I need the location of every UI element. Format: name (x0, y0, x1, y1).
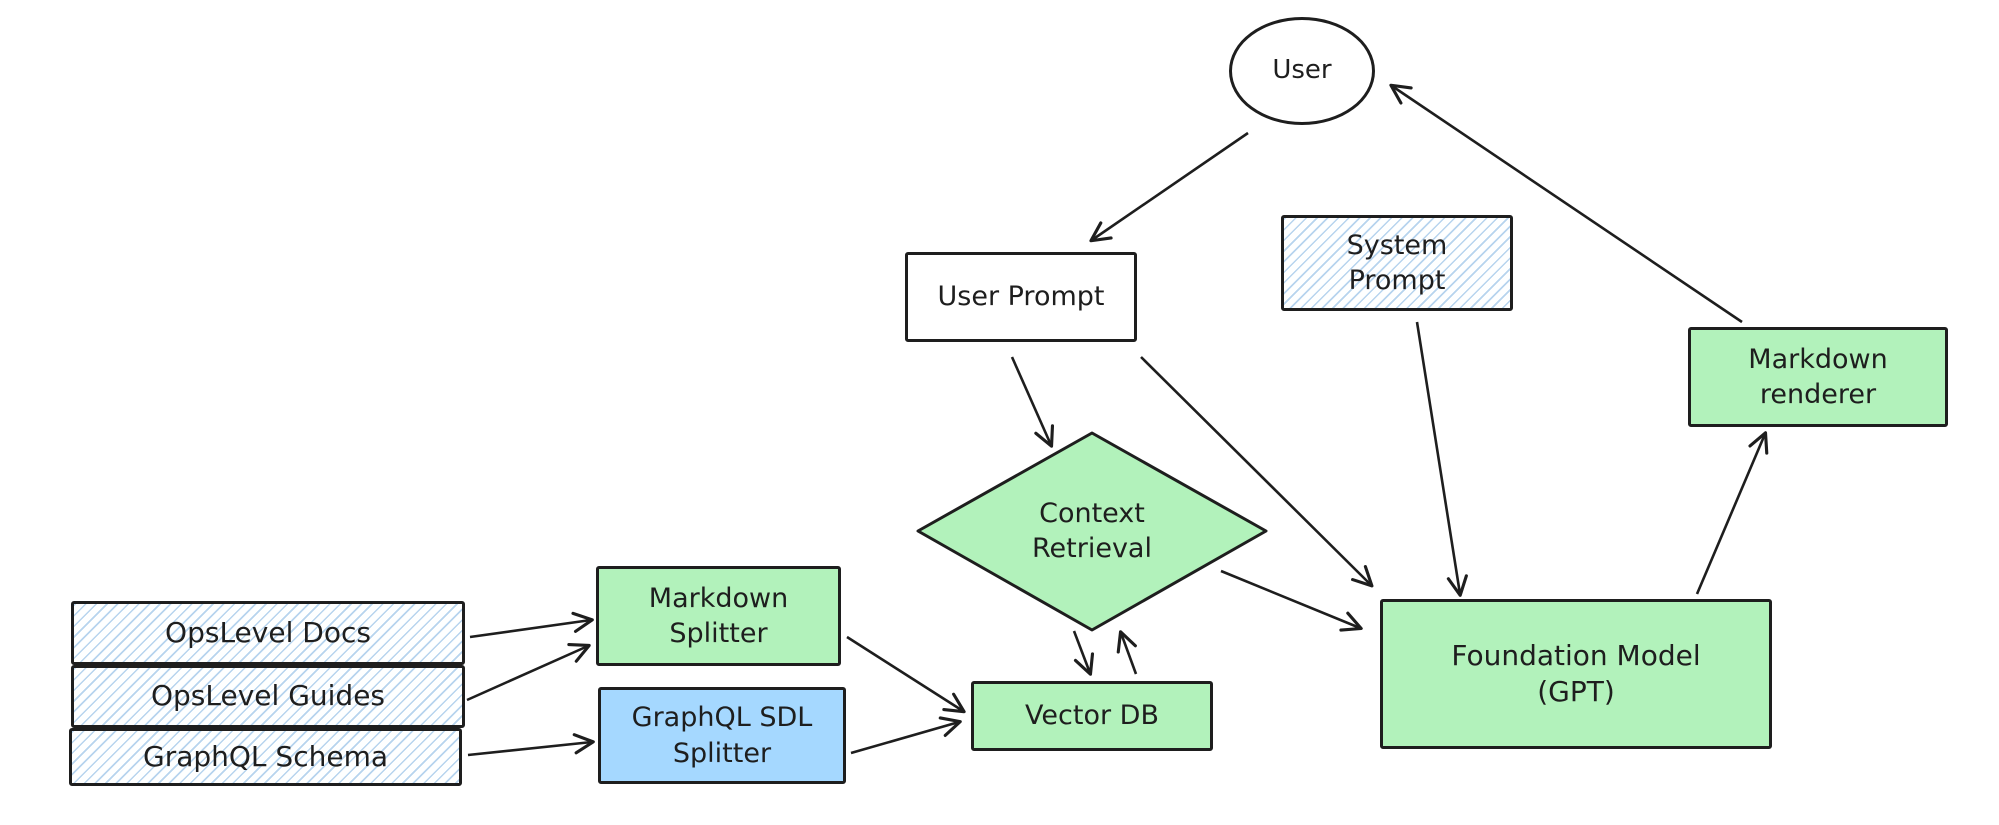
edge-markdown-splitter-to-vector-db (846, 635, 966, 714)
node-user-prompt: User Prompt (905, 252, 1137, 342)
edge-context-retrieval-to-foundation-model (1220, 569, 1363, 632)
edge-opslevel-docs-to-markdown-splitter (469, 611, 594, 639)
node-foundation-model: Foundation Model (GPT) (1380, 599, 1772, 749)
edge-context-retrieval-to-vector-db (1072, 630, 1095, 676)
node-graphql-sdl-splitter: GraphQL SDL Splitter (598, 687, 846, 784)
context-retrieval-diamond-shape (916, 431, 1268, 632)
node-system-prompt: System Prompt (1281, 215, 1513, 311)
node-opslevel-docs: OpsLevel Docs (71, 601, 465, 665)
edge-foundation-model-to-markdown-renderer (1695, 431, 1769, 595)
edge-user-prompt-to-context-retrieval (1010, 356, 1055, 448)
edge-graphql-schema-to-graphql-sdl-splitter (467, 733, 595, 757)
edge-opslevel-guides-to-markdown-splitter (466, 643, 591, 702)
node-vector-db: Vector DB (971, 681, 1213, 751)
node-markdown-splitter: Markdown Splitter (596, 566, 841, 666)
edge-user-to-user-prompt (1089, 131, 1249, 243)
node-context-retrieval-label: Context Retrieval (1032, 497, 1152, 564)
edge-markdown-renderer-to-user (1389, 83, 1743, 324)
edge-graphql-sdl-splitter-to-vector-db (850, 716, 962, 755)
edge-system-prompt-to-foundation-model (1415, 321, 1468, 597)
node-opslevel-guides: OpsLevel Guides (71, 665, 465, 728)
edge-vector-db-to-context-retrieval (1116, 630, 1138, 675)
node-markdown-renderer: Markdown renderer (1688, 327, 1948, 427)
node-graphql-schema: GraphQL Schema (69, 728, 462, 786)
node-user: User (1229, 17, 1375, 125)
edge-user-prompt-to-foundation-model (1140, 356, 1374, 588)
